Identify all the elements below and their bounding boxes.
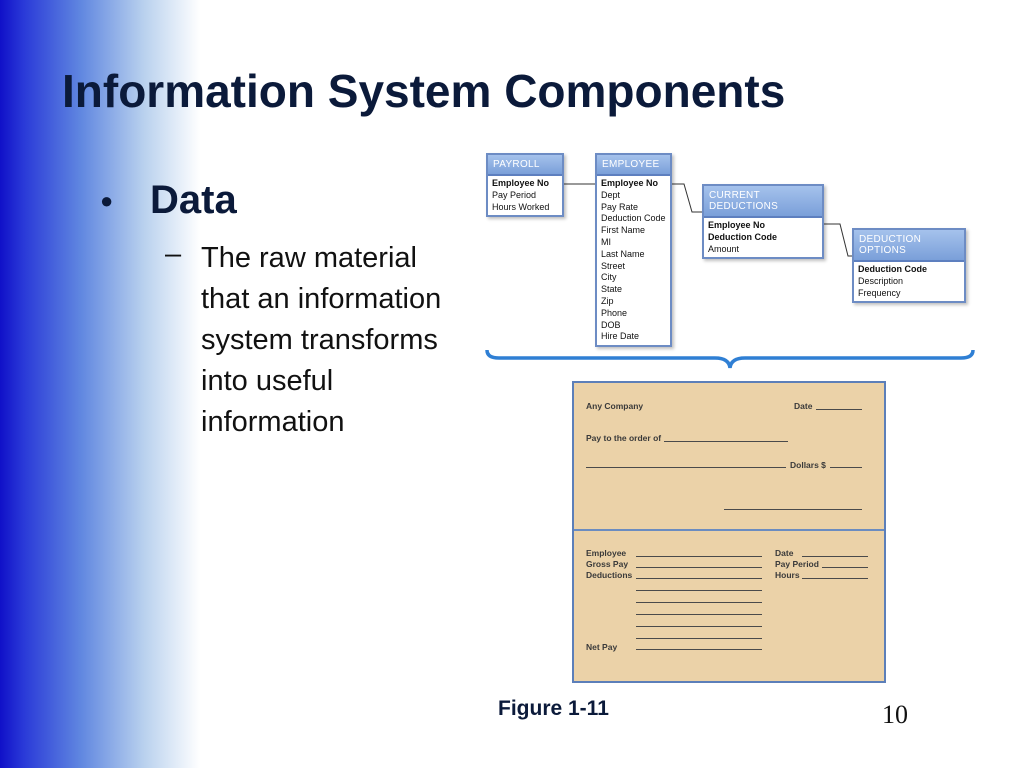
stub-date-line [802, 556, 868, 557]
table-field: MI [601, 236, 611, 247]
employee-line [636, 556, 762, 557]
table-field: Frequency [858, 287, 901, 298]
table-field: Pay Rate [601, 201, 639, 212]
table-field: Employee No [601, 178, 659, 188]
stub-divider [574, 529, 884, 531]
table-field: Employee No [708, 220, 766, 230]
bullet-text: Data [150, 178, 237, 222]
employee-label: Employee [586, 548, 627, 558]
left-gradient-bar [0, 0, 200, 768]
table-field: Street [601, 260, 626, 271]
paycheck-form: Any Company Date Pay to the order of Dol… [572, 381, 886, 683]
table-field: Amount [708, 243, 740, 254]
table-field: City [601, 272, 617, 283]
pay-period-label: Pay Period [775, 559, 819, 569]
table-field: First Name [601, 225, 646, 236]
table-header: CURRENT DEDUCTIONS [704, 186, 822, 218]
pay-period-line [822, 567, 868, 568]
deduction-line [636, 626, 762, 627]
table-field: Deduction Code [601, 213, 666, 224]
table-field: Hire Date [601, 331, 640, 342]
table-field: Deduction Code [858, 264, 927, 274]
bullet-item: ● Data [100, 178, 237, 223]
date-label: Date [794, 401, 813, 411]
sub-bullet-text: The raw material that an information sys… [201, 242, 442, 438]
bullet-dot-icon: ● [100, 187, 114, 213]
table-header: PAYROLL [488, 155, 562, 176]
dollars-label: Dollars $ [790, 460, 826, 470]
stub-date-label: Date [775, 548, 794, 558]
deduction-line [636, 614, 762, 615]
gross-pay-line [636, 567, 762, 568]
signature-line [724, 509, 862, 510]
table-field: State [601, 284, 623, 295]
deductions-line [636, 578, 762, 579]
table-field: Employee No [492, 178, 550, 188]
table-field: Hours Worked [492, 201, 550, 212]
net-pay-label: Net Pay [586, 642, 618, 652]
table-field: DOB [601, 319, 621, 330]
table-field: Description [858, 275, 904, 286]
table-header: DEDUCTION OPTIONS [854, 230, 964, 262]
pay-to-line [664, 441, 788, 442]
net-pay-line [636, 649, 762, 650]
dash-icon: – [165, 238, 182, 270]
table-field: Zip [601, 295, 614, 306]
sub-bullet-item: – The raw material that an information s… [165, 238, 446, 443]
slide-title: Information System Components [62, 65, 786, 117]
date-line [816, 409, 862, 410]
pay-to-label: Pay to the order of [586, 433, 662, 443]
curly-brace [485, 349, 975, 369]
deductions-label: Deductions [586, 570, 633, 580]
table-header: EMPLOYEE [597, 155, 670, 176]
table-field: Phone [601, 307, 628, 318]
table-field: Deduction Code [708, 231, 777, 242]
deduction-line [636, 638, 762, 639]
slide-number: 10 [882, 700, 908, 729]
company-label: Any Company [586, 401, 644, 411]
hours-label: Hours [775, 570, 800, 580]
table-field: Dept [601, 189, 621, 200]
amount-words-line [586, 467, 786, 468]
deduction-line [636, 590, 762, 591]
gross-pay-label: Gross Pay [586, 559, 629, 569]
table-field: Last Name [601, 248, 645, 259]
dollars-line [830, 467, 862, 468]
figure-caption: Figure 1-11 [498, 697, 609, 720]
hours-line [802, 578, 868, 579]
table-field: Pay Period [492, 189, 537, 200]
deduction-line [636, 602, 762, 603]
relationship-lines [562, 183, 852, 257]
